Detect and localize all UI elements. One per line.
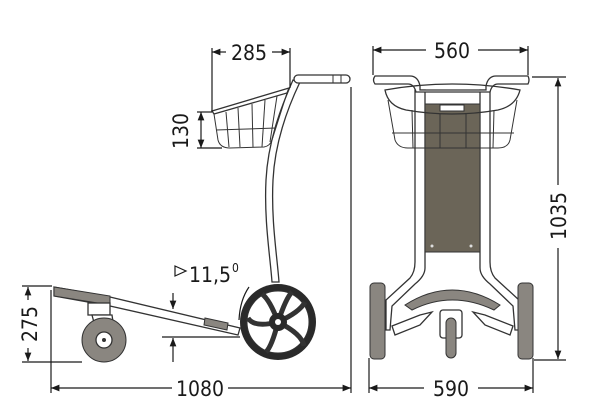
basket-side — [210, 86, 291, 149]
rear-wheel-left — [369, 282, 386, 360]
side-view: 285 130 11,5 0 275 1080 — [18, 41, 352, 401]
handle-front — [372, 75, 530, 93]
dim-overall-width: 590 — [433, 377, 469, 401]
dim-overall-height: 1035 — [547, 192, 571, 240]
base-arc — [404, 289, 501, 311]
back-plate — [424, 103, 481, 253]
caster-wheel-side — [81, 302, 127, 363]
rear-wheel-side — [238, 284, 316, 360]
dim-handle-width: 560 — [434, 39, 470, 63]
frame-left — [385, 89, 426, 331]
dim-ground-clearance: 275 — [18, 306, 42, 342]
frame-right — [479, 89, 520, 331]
caster-wheel-front — [439, 309, 463, 359]
degree-symbol: 0 — [232, 261, 239, 275]
rear-wheel-right — [517, 282, 534, 360]
dim-basket-height: 130 — [169, 113, 193, 149]
stem — [264, 79, 301, 283]
base-grip — [53, 286, 111, 306]
dim-overall-length: 1080 — [176, 377, 224, 401]
handle-side — [293, 74, 351, 84]
dim-base-angle: 11,5 — [189, 263, 231, 287]
dim-basket-depth: 285 — [231, 41, 267, 65]
angle-icon — [174, 265, 188, 277]
basket-front — [384, 83, 521, 149]
front-view: 560 1035 590 — [368, 39, 571, 401]
